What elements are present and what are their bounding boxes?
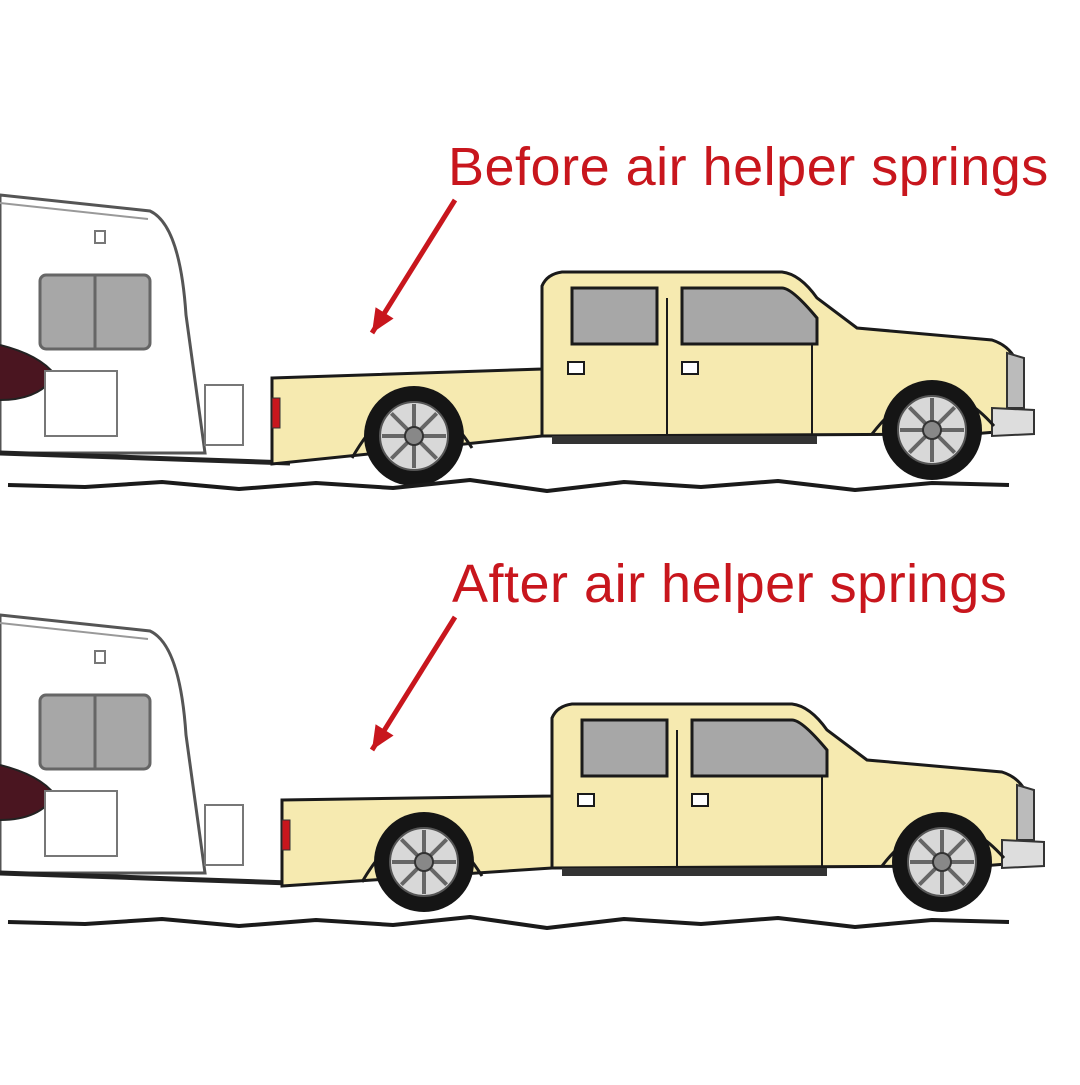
front-bumper	[1001, 838, 1045, 870]
caption-after: After air helper springs	[452, 554, 1008, 614]
tail-light	[281, 819, 291, 851]
hub	[404, 426, 424, 446]
rear-window	[580, 718, 669, 778]
tail-light	[271, 397, 281, 429]
truck-before	[270, 270, 1035, 486]
truck-after	[280, 702, 1045, 912]
running-board	[552, 436, 817, 444]
arrow-shaft	[369, 615, 458, 752]
front-wheel	[882, 380, 982, 480]
trailer-before	[0, 193, 291, 466]
rear-window	[570, 286, 659, 346]
trailer-roof-line	[0, 622, 149, 640]
hub	[414, 852, 434, 872]
rim-spoke	[389, 411, 410, 432]
front-bumper	[991, 406, 1035, 438]
trailer-roof-line	[0, 202, 149, 220]
rim-spoke	[428, 837, 449, 858]
front-window	[690, 718, 829, 778]
front-door-handle	[681, 361, 699, 375]
arrow-shaft	[369, 198, 458, 335]
trailer-vent	[94, 230, 106, 244]
road-after	[7, 915, 1010, 930]
trailer-hitch-bar	[0, 870, 291, 886]
rim-spoke	[917, 866, 938, 887]
trailer-propane-box	[204, 804, 244, 866]
trailer-vent	[94, 650, 106, 664]
trailer-door-panel	[44, 370, 118, 437]
hub	[922, 420, 942, 440]
front-door-handle	[691, 793, 709, 807]
road-before	[7, 478, 1010, 493]
hub	[932, 852, 952, 872]
caption-before: Before air helper springs	[448, 137, 1049, 197]
rear-wheel	[364, 386, 464, 486]
arrow-head	[372, 307, 394, 333]
rim-spoke	[418, 440, 439, 461]
arrow-after	[369, 615, 458, 752]
arrow-before	[369, 198, 458, 335]
trailer-propane-box	[204, 384, 244, 446]
rim-spoke	[907, 434, 928, 455]
trailer-after	[0, 613, 291, 886]
trailer-hitch-bar	[0, 450, 291, 466]
rim-spoke	[917, 837, 938, 858]
rim-spoke	[418, 411, 439, 432]
rim-spoke	[428, 866, 449, 887]
arrow-head	[372, 724, 394, 750]
front-window	[680, 286, 819, 346]
grille	[1016, 783, 1035, 841]
rim-spoke	[399, 837, 420, 858]
grille	[1006, 351, 1025, 409]
rim-spoke	[946, 866, 967, 887]
rim-spoke	[389, 440, 410, 461]
trailer-door-panel	[44, 790, 118, 857]
rear-door-handle	[577, 793, 595, 807]
rim-spoke	[936, 405, 957, 426]
front-wheel	[892, 812, 992, 912]
rear-door-handle	[567, 361, 585, 375]
rim-spoke	[399, 866, 420, 887]
running-board	[562, 868, 827, 876]
rim-spoke	[936, 434, 957, 455]
rim-spoke	[946, 837, 967, 858]
rear-wheel	[374, 812, 474, 912]
rim-spoke	[907, 405, 928, 426]
